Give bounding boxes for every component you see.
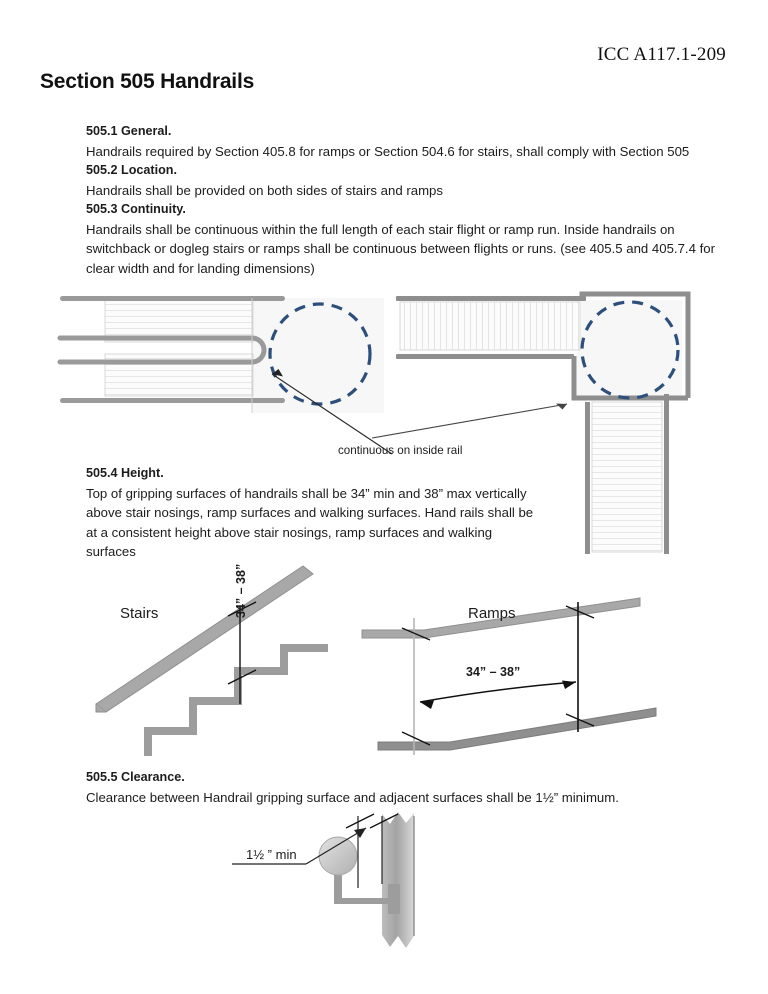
leader-arrow-left [272, 369, 283, 377]
stair-dimension-tick-top [227, 601, 257, 617]
ramp-tick-upper-left [401, 627, 431, 641]
landing-fill [252, 298, 384, 413]
inside-continuous-handrail [57, 335, 267, 365]
outer-wall-right [579, 291, 691, 398]
figure-label-ramps: Ramps [468, 605, 516, 622]
clearance-tick-right [369, 813, 399, 829]
handrail-mid-right [396, 354, 574, 359]
document-header-reference: ICC A117.1-209 [597, 44, 726, 65]
wall-section [382, 812, 414, 948]
figure-clearance-section [230, 806, 470, 971]
dogleg-stair-plan [371, 291, 691, 554]
landing-fill-right [577, 300, 682, 400]
leader-arrow-right [556, 403, 567, 410]
text-block-section-505-4: 505.4 Height. Top of gripping surfaces o… [86, 464, 536, 562]
page-title: Section 505 Handrails [40, 70, 255, 93]
ramp-arrowhead-left [420, 700, 434, 709]
figure-plan-views [57, 286, 712, 576]
ramp-tick-lower-left [401, 731, 431, 746]
handrail-right-vertical [664, 394, 669, 554]
figure-callout-continuous-inside-rail: continuous on inside rail [338, 444, 463, 457]
ramp-handrail-upper [361, 597, 641, 639]
figure-ramps-elevation [360, 590, 660, 760]
figure-label-stairs: Stairs [120, 605, 159, 622]
handrail-top-right [396, 296, 586, 301]
outer-handrail-bottom [60, 398, 285, 403]
section-body-505-2: Handrails shall be provided on both side… [86, 182, 443, 198]
section-heading-505-5: 505.5 Clearance. [86, 770, 185, 784]
clearance-leader-line [305, 827, 367, 865]
section-heading-505-1: 505.1 General. [86, 124, 172, 138]
section-body-505-4: Top of gripping surfaces of handrails sh… [86, 485, 534, 560]
outer-handrail-top [60, 296, 285, 301]
switchback-stair-plan [57, 296, 393, 455]
stair-dimension-tick-bottom [227, 669, 257, 685]
stairs-height-dimension-label: 34” – 38” [234, 563, 248, 618]
vertical-flight [591, 401, 663, 553]
handrail-bracket [334, 858, 400, 914]
clearance-leader-arrow [354, 828, 366, 838]
ramp-dimension-arrow-line [419, 681, 577, 703]
highlight-circle-right [580, 300, 680, 400]
highlight-circle-left [268, 302, 372, 406]
ramp-surface-lower [377, 707, 657, 751]
text-block-sections-1-3: 505.1 General. Handrails required by Sec… [86, 122, 734, 278]
handrail-left-vertical [585, 402, 590, 554]
section-body-505-5: Clearance between Handrail gripping surf… [86, 789, 619, 805]
figure-stairs-elevation [88, 556, 358, 756]
section-heading-505-3: 505.3 Continuity. [86, 202, 186, 216]
inside-handrail-corner [571, 356, 688, 401]
stair-profile [144, 644, 328, 756]
section-body-505-1: Handrails required by Section 405.8 for … [86, 143, 690, 159]
section-heading-505-4: 505.4 Height. [86, 466, 164, 480]
handrail-cross-section [318, 836, 358, 876]
stair-handrail-end [95, 704, 106, 713]
clearance-dimension-label: 1½ ” min [246, 847, 297, 862]
stair-handrail [95, 565, 314, 713]
leader-line-right [371, 403, 568, 439]
leader-line-left [271, 373, 393, 455]
horizontal-flight [399, 301, 581, 351]
section-body-505-3: Handrails shall be continuous within the… [86, 221, 715, 276]
upper-flight [104, 299, 254, 343]
clearance-tick-left [345, 813, 375, 829]
section-heading-505-2: 505.2 Location. [86, 163, 177, 177]
ramps-height-dimension-label: 34” – 38” [466, 665, 521, 679]
ramp-arrowhead-right [562, 680, 576, 689]
ramp-tick-lower-right [565, 713, 595, 727]
text-block-section-505-5: 505.5 Clearance. Clearance between Handr… [86, 768, 706, 807]
ramp-tick-upper-right [565, 605, 595, 619]
